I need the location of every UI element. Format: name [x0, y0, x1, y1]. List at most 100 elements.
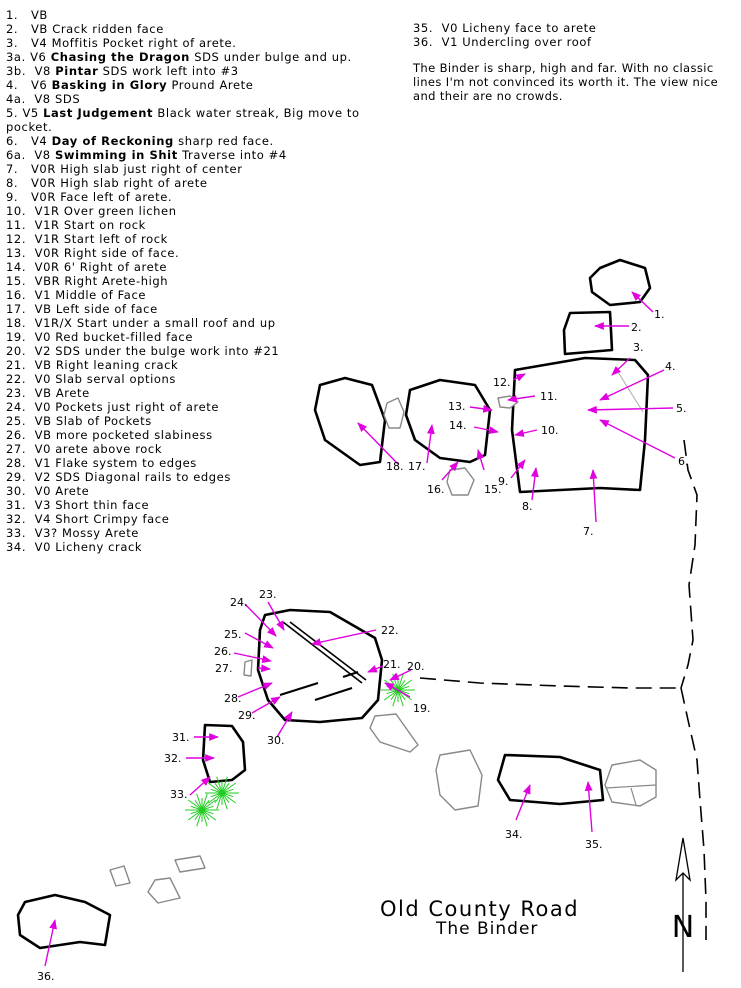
route-entry: 9. V0R Face left of arete.	[6, 190, 406, 204]
route-entry: 4a. V8 SDS	[6, 92, 406, 106]
route-number: 20.	[6, 344, 27, 358]
route-number: 4.	[6, 78, 19, 92]
title-block: Old County Road The Binder	[380, 897, 579, 939]
route-description: High slab just right of center	[60, 162, 243, 176]
route-description: SDS Diagonal rails to edges	[55, 470, 231, 484]
route-description: Black water streak, Big move to pocket.	[6, 106, 360, 134]
route-grade: V6	[30, 50, 47, 64]
route-arrow	[311, 629, 377, 646]
boulder-outline	[256, 608, 384, 724]
route-label: 9.	[498, 475, 509, 488]
route-description: Mossy Arete	[61, 526, 139, 540]
route-description: Start under a small roof and up	[76, 316, 276, 330]
trail-lines	[419, 439, 707, 940]
route-grade: VB	[34, 358, 52, 372]
rail-line	[279, 681, 319, 697]
route-arrow	[507, 394, 536, 403]
route-number: 1.	[6, 8, 19, 22]
route-arrow	[599, 369, 665, 401]
route-label: 2.	[631, 321, 642, 334]
route-entry: 35. V0 Licheny face to arete	[413, 21, 733, 35]
boulder-outline	[562, 310, 614, 356]
boulder-outline	[313, 376, 387, 467]
route-number: 33.	[6, 526, 27, 540]
route-arrow	[244, 632, 274, 649]
route-label: 10.	[541, 424, 559, 437]
route-arrow	[587, 405, 674, 414]
route-entry: 34. V0 Licheny crack	[6, 540, 406, 554]
route-grade: V6	[30, 78, 48, 92]
route-number: 9.	[6, 190, 19, 204]
boulder-outline	[496, 753, 605, 806]
route-number: 12.	[6, 232, 27, 246]
route-arrow	[441, 461, 459, 481]
route-description: Flake system to edges	[55, 456, 197, 470]
north-label: N	[672, 910, 694, 945]
route-number: 10.	[6, 204, 27, 218]
route-arrow	[44, 919, 57, 967]
route-grade: V0	[441, 21, 458, 35]
route-number: 28.	[6, 456, 27, 470]
rock-seam	[630, 787, 637, 806]
boulder-outline	[404, 378, 492, 464]
route-entry: 8. V0R High slab right of arete	[6, 176, 406, 190]
route-grade: V0R	[30, 162, 56, 176]
route-entry: 22. V0 Slab serval options	[6, 372, 406, 386]
route-grade: V4	[30, 36, 48, 50]
route-entry: 25. VB Slab of Pockets	[6, 414, 406, 428]
route-entry: 12. V1R Start left of rock	[6, 232, 406, 246]
route-grade: VB	[34, 302, 52, 316]
route-number: 34.	[6, 540, 27, 554]
route-arrow	[589, 469, 598, 523]
route-description: Moffitis Pocket right of arete.	[51, 36, 237, 50]
route-entry: 21. VB Right leaning crack	[6, 358, 406, 372]
route-entry: 11. V1R Start on rock	[6, 218, 406, 232]
route-arrow	[584, 781, 593, 833]
route-description: Slab of Pockets	[55, 414, 152, 428]
area-note: The Binder is sharp, high and far. With …	[413, 61, 719, 103]
route-name: Chasing the Dragon	[50, 50, 190, 64]
route-label: 16.	[427, 483, 445, 496]
route-arrow	[237, 682, 273, 698]
route-number: 6a.	[6, 148, 26, 162]
route-grade: V1	[441, 35, 458, 49]
boulder-outline	[16, 893, 112, 950]
route-label: 31.	[172, 731, 190, 744]
route-number: 14.	[6, 260, 27, 274]
route-number: 35.	[413, 21, 434, 35]
route-entry: 26. VB more pocketed slabiness	[6, 428, 406, 442]
route-arrow	[357, 422, 399, 465]
route-grade: V5	[22, 106, 39, 120]
small-rock	[446, 467, 475, 496]
route-grade: V3?	[34, 526, 58, 540]
route-grade: V1	[34, 288, 51, 302]
route-entry: 27. V0 arete above rock	[6, 442, 406, 456]
route-label: 19.	[413, 702, 431, 715]
route-number: 23.	[6, 386, 27, 400]
route-description: Over green lichen	[63, 204, 177, 218]
route-label: 4.	[665, 360, 676, 373]
route-label: 32.	[164, 752, 182, 765]
route-description: Right side of face.	[63, 246, 180, 260]
route-number: 7.	[6, 162, 19, 176]
route-grade: VBR	[34, 274, 61, 288]
route-grade: V1R	[34, 204, 60, 218]
route-description: Short Crimpy face	[55, 512, 170, 526]
route-label: 11.	[540, 390, 558, 403]
route-label: 22.	[381, 624, 399, 637]
route-label: 27.	[215, 662, 233, 675]
rock-seam	[605, 784, 657, 789]
route-number: 11.	[6, 218, 27, 232]
route-name: Pintar	[55, 64, 99, 78]
route-grade: V2	[34, 470, 51, 484]
route-grade: V1R	[34, 232, 60, 246]
route-label: 13.	[448, 400, 466, 413]
route-arrow	[599, 419, 676, 459]
route-entry: 15. VBR Right Arete-high	[6, 274, 406, 288]
route-entry: 23. VB Arete	[6, 386, 406, 400]
route-description: High slab right of arete	[60, 176, 208, 190]
route-grade: V1R/X	[34, 316, 73, 330]
route-arrow	[367, 665, 384, 673]
